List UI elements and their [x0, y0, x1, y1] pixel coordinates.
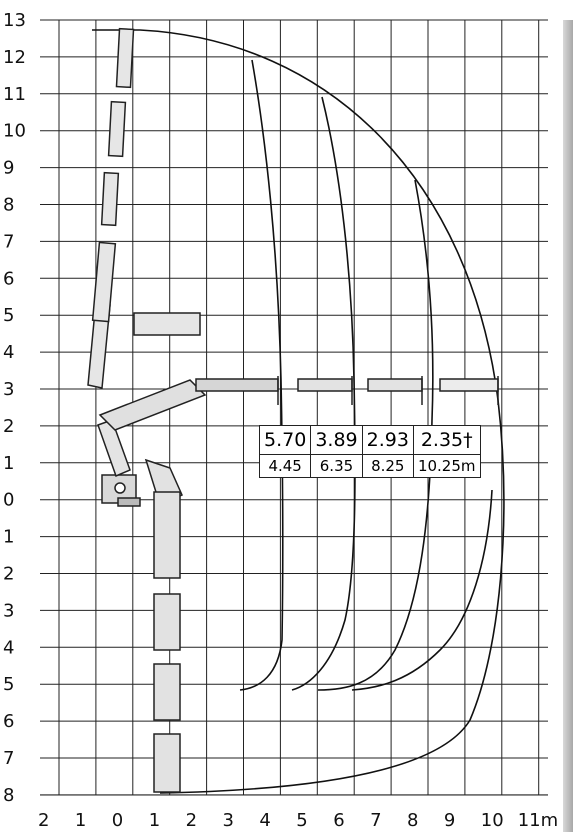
- reach-curve-2: [239, 59, 284, 691]
- y-tick-label: 5: [3, 305, 14, 326]
- y-tick-label: 7: [3, 748, 14, 769]
- page-shadow: [563, 20, 573, 832]
- downward-booms: [144, 458, 183, 793]
- y-tick-label: 1: [3, 527, 14, 548]
- reach-curve-5: [351, 489, 493, 691]
- upward-booms: [87, 27, 135, 389]
- x-tick-label: 5: [296, 810, 307, 831]
- capacity-cell: 2.93: [361, 425, 414, 455]
- x-tick-label: 2: [186, 810, 197, 831]
- y-tick-label: 8: [3, 785, 14, 806]
- y-tick-label: 8: [3, 195, 14, 216]
- down-boom-4: [153, 733, 181, 793]
- y-tick-label: 13: [3, 10, 26, 31]
- ext-2: [367, 378, 423, 392]
- ext-3: [439, 378, 499, 392]
- y-tick-label: 6: [3, 711, 14, 732]
- load-table: 5.70 3.89 2.93 2.35† 4.45 6.35 8.25 10.2…: [258, 425, 481, 478]
- y-tick-label: 6: [3, 268, 14, 289]
- y-tick-label: 1: [3, 453, 14, 474]
- x-tick-label: 7: [370, 810, 381, 831]
- reach-curve-4: [317, 179, 434, 691]
- reach-curve-3: [291, 96, 356, 691]
- x-tick-label: 8: [407, 810, 418, 831]
- crane-boom: [97, 312, 499, 478]
- outer-boom: [195, 378, 279, 392]
- inner-boom: [98, 379, 207, 431]
- radius-cell: 10.25m: [412, 454, 481, 478]
- x-tick-label: 0: [112, 810, 123, 831]
- capacity-cell: 5.70: [258, 425, 312, 455]
- down-boom-3: [153, 663, 181, 721]
- x-tick-label: 1: [149, 810, 160, 831]
- y-tick-label: 3: [3, 379, 14, 400]
- base-wheel-icon: [114, 482, 126, 494]
- y-tick-label: 2: [3, 564, 14, 585]
- y-tick-label: 9: [3, 158, 14, 179]
- crane-base: [101, 474, 141, 507]
- y-tick-label: 12: [3, 47, 26, 68]
- y-tick-label: 11: [3, 84, 26, 105]
- down-boom-2: [153, 593, 181, 651]
- x-tick-label: 9: [444, 810, 455, 831]
- radius-cell: 6.35: [310, 454, 363, 478]
- capacity-cell: 2.35†: [412, 425, 481, 455]
- outer-reach-arc: [92, 29, 505, 794]
- down-boom-1: [153, 491, 181, 579]
- up-boom-10: [107, 100, 127, 158]
- up-boom-6: [91, 241, 117, 323]
- y-tick-label: 3: [3, 600, 14, 621]
- y-tick-label: 4: [3, 637, 14, 658]
- radius-cell: 4.45: [258, 454, 312, 478]
- ext-1: [297, 378, 353, 392]
- capacity-cell: 3.89: [310, 425, 363, 455]
- x-tick-label: 11m: [518, 810, 558, 831]
- x-tick-label: 4: [259, 810, 270, 831]
- x-tick-label: 3: [223, 810, 234, 831]
- radius-cell: 8.25: [361, 454, 414, 478]
- y-tick-label: 10: [3, 121, 26, 142]
- up-boom-8: [100, 171, 120, 227]
- x-tick-label: 6: [333, 810, 344, 831]
- capacity-row: 5.70 3.89 2.93 2.35†: [258, 425, 481, 455]
- y-tick-label: 5: [3, 674, 14, 695]
- y-tick-label: 0: [3, 490, 14, 511]
- grid: [40, 19, 548, 796]
- y-tick-label: 2: [3, 416, 14, 437]
- up-boom-12: [115, 27, 135, 89]
- base-foot: [117, 497, 141, 507]
- boom-5m: [133, 312, 201, 336]
- x-tick-label: 2: [38, 810, 49, 831]
- y-tick-label: 7: [3, 231, 14, 252]
- radius-row: 4.45 6.35 8.25 10.25m: [258, 454, 481, 478]
- y-tick-label: 4: [3, 342, 14, 363]
- x-tick-label: 10: [481, 810, 504, 831]
- x-tick-label: 1: [75, 810, 86, 831]
